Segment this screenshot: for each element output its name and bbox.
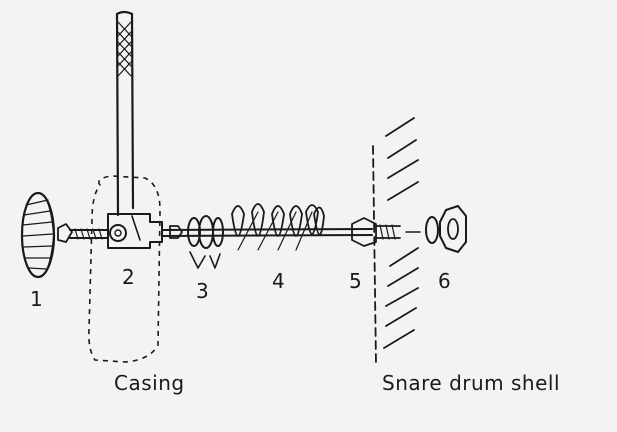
caption-shell: Snare drum shell bbox=[382, 371, 560, 395]
label-part-6: 6 bbox=[438, 269, 451, 293]
part-4-spring bbox=[231, 203, 325, 251]
part-1-knob bbox=[20, 191, 73, 279]
adjust-rod bbox=[69, 228, 109, 240]
part-2-pivot-block bbox=[107, 213, 163, 249]
threaded-bolt bbox=[351, 217, 401, 247]
label-part-5: 5 bbox=[349, 269, 362, 293]
label-part-4: 4 bbox=[272, 269, 285, 293]
label-part-3: 3 bbox=[196, 279, 209, 303]
part-6-nut-washer bbox=[405, 205, 467, 253]
caption-casing: Casing bbox=[114, 371, 185, 395]
lever-handle bbox=[115, 10, 135, 217]
drum-shell-wall bbox=[372, 117, 419, 365]
label-part-1: 1 bbox=[30, 287, 43, 311]
main-rod bbox=[161, 228, 373, 237]
part-3-washers bbox=[169, 215, 224, 269]
casing-outline bbox=[88, 175, 161, 363]
label-part-2: 2 bbox=[122, 265, 135, 289]
